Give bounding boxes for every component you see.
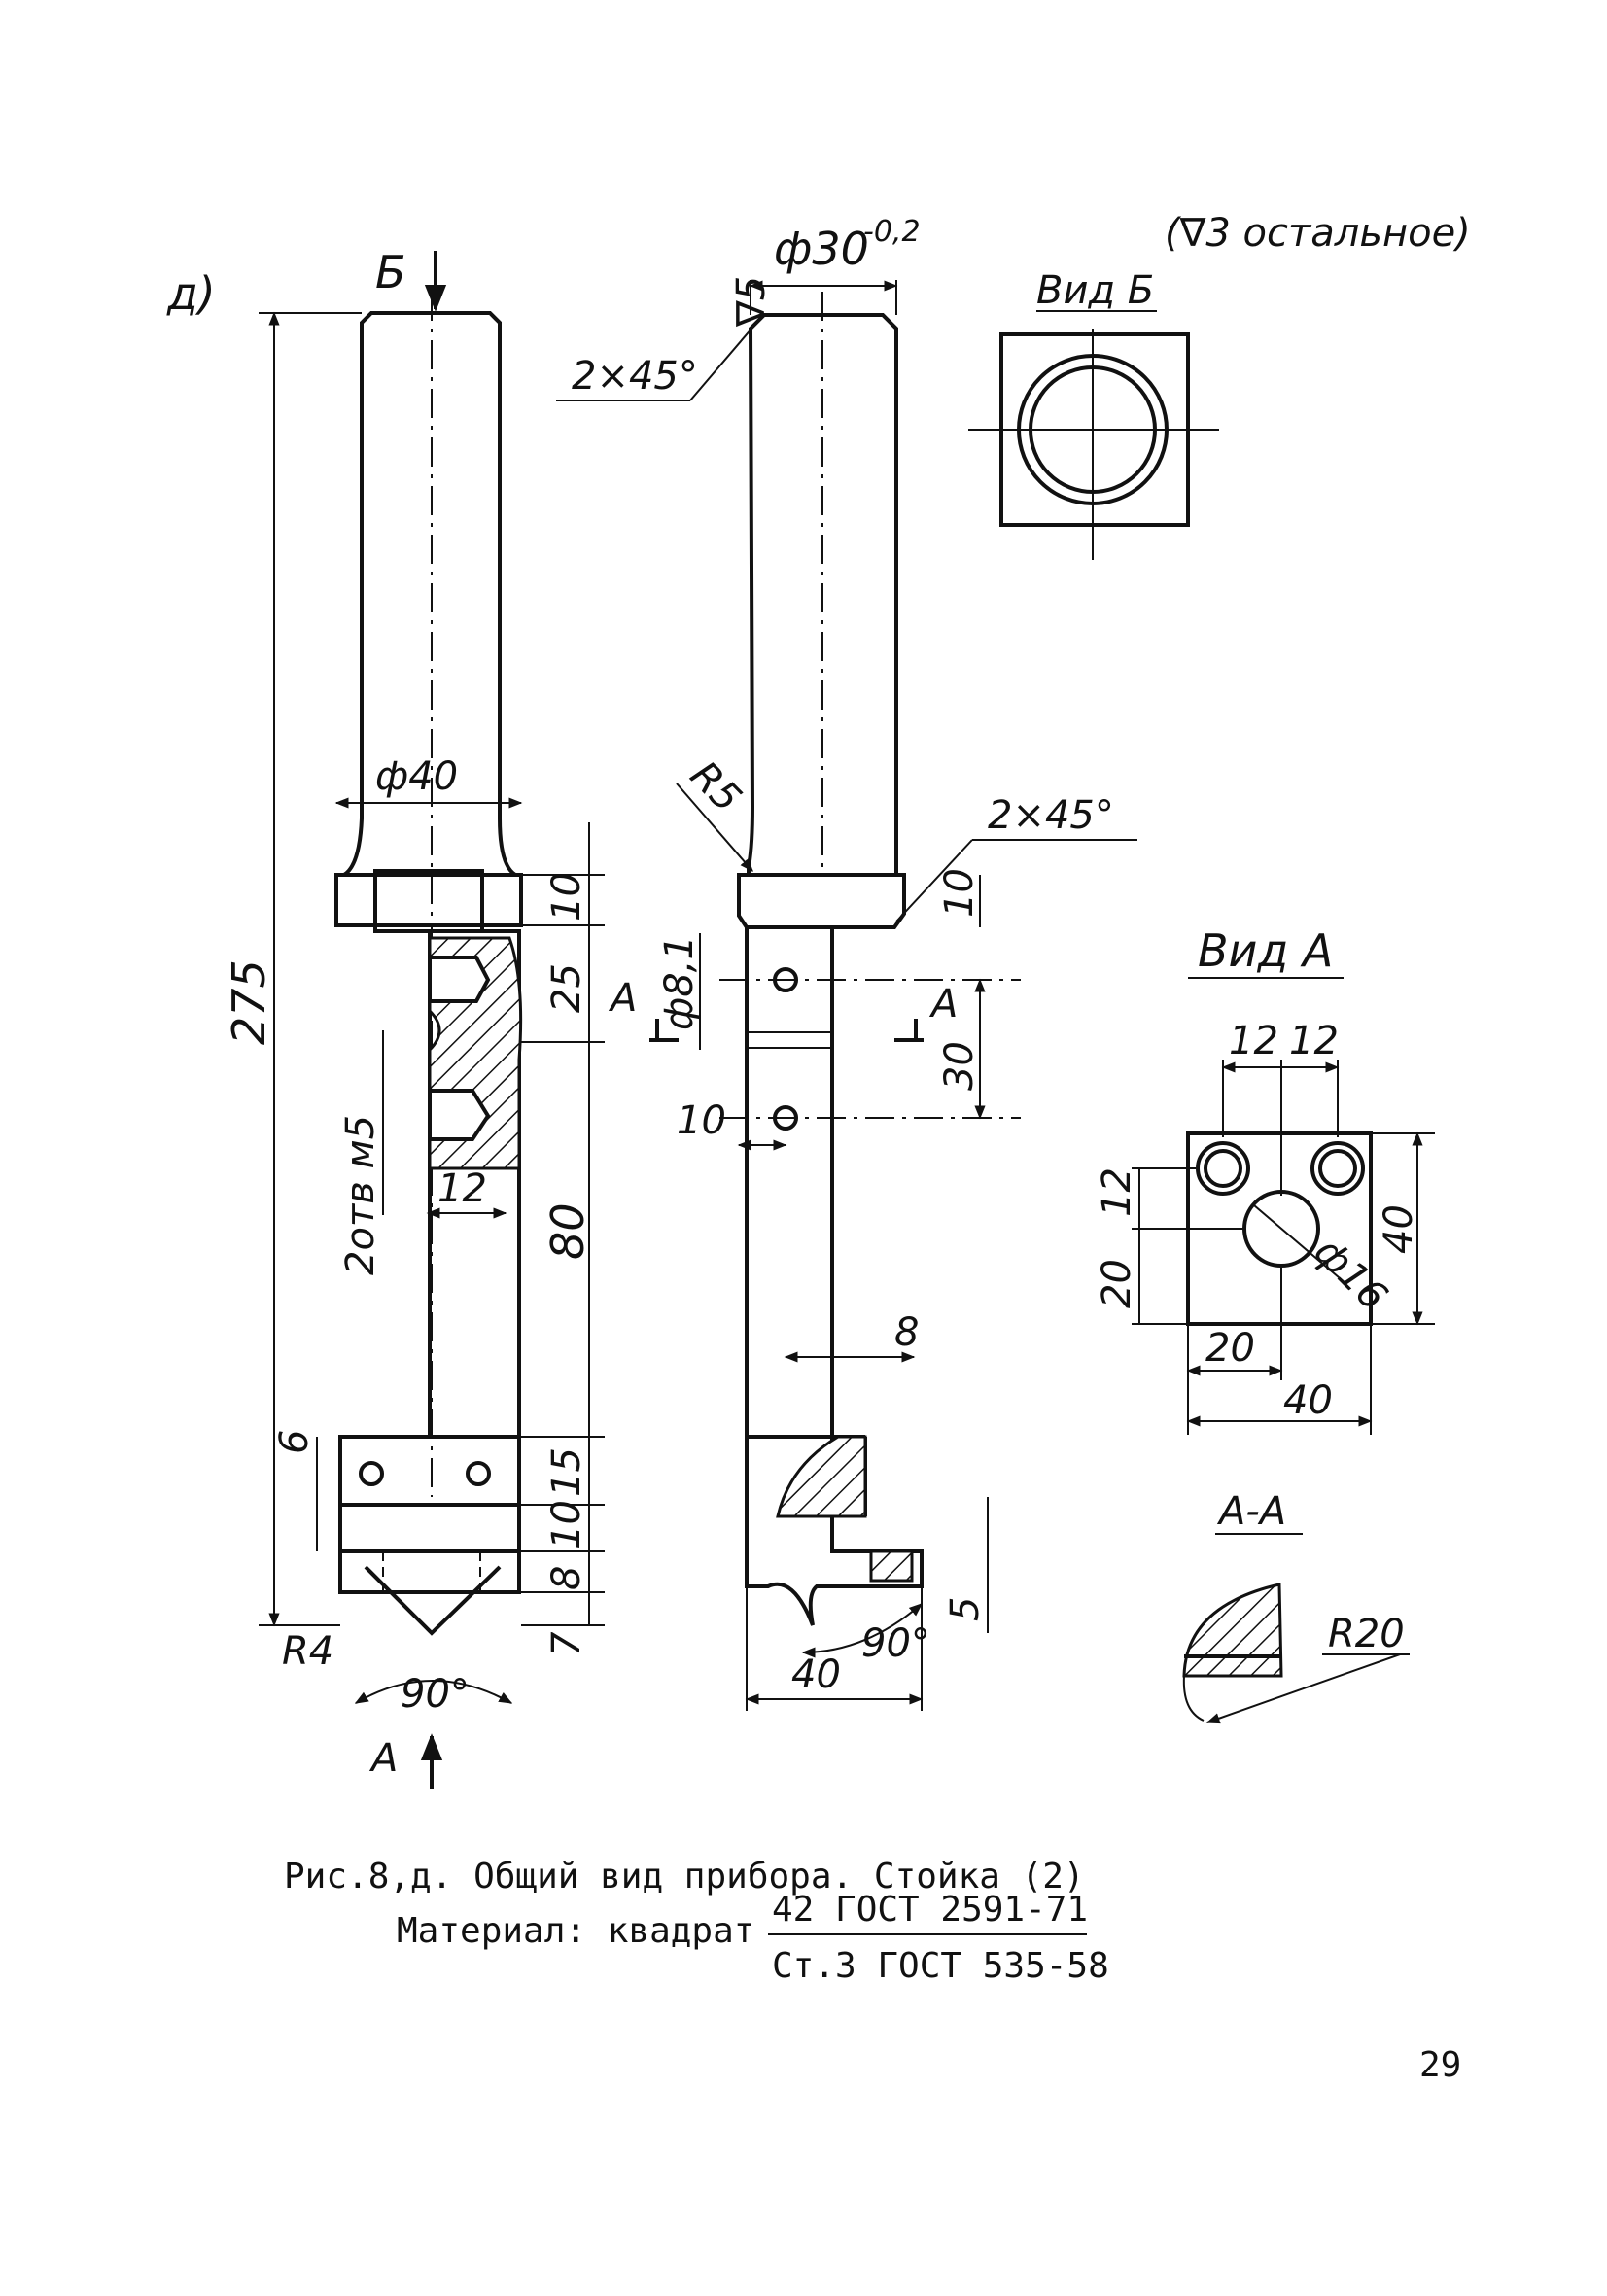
front-dim-10: 10 (937, 868, 982, 918)
view-b-square (999, 332, 1190, 527)
side-collar-nut (373, 869, 484, 933)
section-aa: А-А R20 (1182, 1489, 1410, 1724)
view-b-title: Вид Б (1036, 268, 1154, 313)
side-view-arrow-label: Б (375, 246, 406, 298)
front-dim-5: 5 (943, 1597, 988, 1621)
caption: Рис.8,д. Общий вид прибора. Стойка (2) М… (284, 1857, 1109, 1986)
side-collar (334, 873, 523, 927)
view-a-dim-20-horiz: 20 (1205, 1326, 1255, 1371)
view-a-dim-20-vert: 20 (1095, 1259, 1139, 1308)
view-a-hole-right (1310, 1141, 1365, 1196)
view-a-dim-40-vert: 40 (1377, 1204, 1421, 1254)
front-dia-30: ф30 (774, 223, 869, 275)
view-a-dim-12-vert: 12 (1095, 1167, 1139, 1217)
dim-6: 6 (272, 1430, 317, 1454)
side-block (338, 1435, 521, 1594)
front-dia-tolerance: -0,2 (863, 215, 921, 249)
view-a-dim-12-right: 12 (1289, 1019, 1339, 1063)
view-a-arrow-label: А (368, 1736, 398, 1781)
dim-12: 12 (437, 1166, 487, 1211)
front-angle-90: 90° (861, 1621, 930, 1666)
front-collar (737, 873, 906, 929)
threaded-hole-2 (428, 1089, 491, 1141)
front-section-2 (869, 1549, 914, 1583)
front-dim-8: 8 (894, 1310, 919, 1355)
view-a-dim-40-horiz: 40 (1283, 1378, 1333, 1423)
chamfer-bottom: 2×45° (988, 793, 1114, 838)
front-view: ф30 -0,2 ∇5 2×45° R5 2×45° 10 ф8,1 А А 3… (556, 215, 1137, 1711)
dim-10-bottom: 10 (544, 1500, 589, 1549)
view-b: Вид Б (968, 268, 1219, 560)
dim-25: 25 (544, 963, 589, 1013)
surface-mark-5: ∇5 (729, 276, 774, 328)
dim-8: 8 (544, 1566, 589, 1590)
view-a: Вид А 12 12 12 20 40 ф16 (1095, 924, 1435, 1435)
chamfer-top: 2×45° (572, 354, 698, 399)
dim-length-275: 275 (223, 959, 275, 1045)
section-label-right: А (928, 982, 958, 1026)
radius-r4: R4 (282, 1629, 333, 1674)
threaded-hole-1 (428, 956, 491, 1003)
view-a-dim-12-left: 12 (1229, 1019, 1278, 1063)
radius-r5: R5 (681, 753, 750, 821)
front-dim-10-holes: 10 (677, 1098, 726, 1143)
dim-7: 7 (544, 1631, 589, 1656)
dim-10-top: 10 (544, 872, 589, 922)
v-groove (364, 1565, 502, 1636)
hole-dia-8-1: ф8,1 (657, 935, 702, 1030)
section-aa-title: А-А (1216, 1489, 1286, 1534)
material-bottom: Ст.3 ГОСТ 535-58 (772, 1946, 1109, 1986)
view-a-title: Вид А (1198, 924, 1333, 977)
variant-label: д) (166, 267, 216, 320)
front-dim-30: 30 (937, 1041, 982, 1091)
dim-15: 15 (544, 1447, 589, 1497)
side-view: Б ф40 275 (223, 246, 605, 1789)
surface-note: (∇3 остальное) (1165, 211, 1471, 256)
front-dim-40: 40 (791, 1652, 841, 1697)
front-section (776, 1435, 867, 1518)
section-aa-shape (1182, 1583, 1283, 1678)
dim-dia-40: ф40 (375, 754, 458, 799)
material-label: Материал: квадрат (397, 1911, 754, 1951)
caption-line-1: Рис.8,д. Общий вид прибора. Стойка (2) (284, 1857, 1085, 1896)
dim-80: 80 (541, 1202, 594, 1260)
block-hole-1 (359, 1461, 384, 1486)
block-hole-2 (466, 1461, 491, 1486)
view-a-hole-left (1196, 1141, 1250, 1196)
section-label-left: А (608, 976, 637, 1021)
material-top: 42 ГОСТ 2591-71 (772, 1890, 1088, 1930)
angle-90: 90° (401, 1672, 470, 1717)
holes-note: 2отв м5 (338, 1115, 383, 1275)
section-aa-radius: R20 (1328, 1612, 1405, 1656)
page-number: 29 (1419, 2045, 1461, 2085)
